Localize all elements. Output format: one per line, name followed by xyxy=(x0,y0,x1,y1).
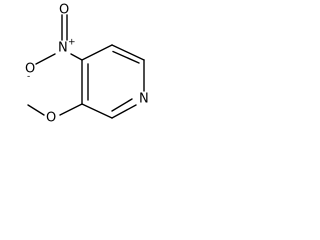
nitro-nitrogen-label: N xyxy=(58,41,68,56)
ring-nitrogen-label: N xyxy=(139,92,149,107)
ring-bond-n1-c2-inner xyxy=(111,98,133,112)
nitro-oxygen-left-label: O xyxy=(25,62,35,77)
bond-c3-methoxy-o xyxy=(59,103,83,116)
bond-nitro-n-o-left xyxy=(35,53,56,65)
ring-bond-c6-c5-inner xyxy=(112,50,140,64)
bond-c4-nitro-n xyxy=(70,53,83,61)
nitro-oxygen-top-label: O xyxy=(59,3,69,18)
nitro-oxygen-left-charge: - xyxy=(27,72,30,82)
chemical-structure: N + O O - O N xyxy=(25,3,149,126)
ring-bond-c2-c3 xyxy=(81,103,113,119)
nitro-nitrogen-charge: + xyxy=(68,38,76,48)
ring-bond-c5-c6 xyxy=(111,44,145,61)
bond-methoxy-o-methyl xyxy=(27,104,45,116)
ring-bond-n1-c2 xyxy=(111,104,137,119)
ring-bond-c4-c5 xyxy=(81,44,113,61)
methoxy-oxygen-label: O xyxy=(46,111,56,126)
